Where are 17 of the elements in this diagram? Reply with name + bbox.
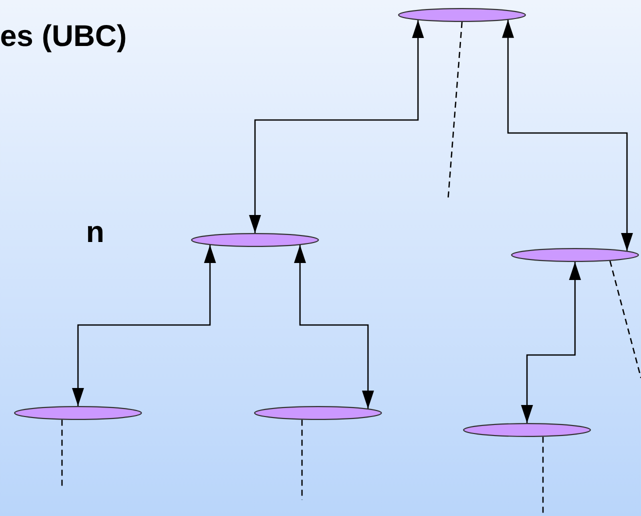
ellipse-node — [14, 406, 142, 420]
dashed-line — [447, 22, 463, 200]
elbow-arrow — [249, 20, 424, 233]
elbow-arrow — [72, 244, 216, 406]
heading-text: n — [86, 218, 104, 248]
heading-text: es (UBC) — [0, 22, 127, 52]
ellipse-node — [254, 406, 382, 420]
ellipse-node — [511, 248, 639, 262]
elbow-arrow — [502, 20, 633, 251]
dashed-line — [61, 420, 63, 486]
ellipse-node — [398, 8, 526, 22]
dashed-line — [542, 436, 544, 516]
elbow-arrow — [294, 244, 374, 409]
ellipse-node — [191, 233, 319, 247]
ellipse-node — [463, 423, 591, 437]
elbow-arrow — [521, 262, 581, 423]
dashed-line — [609, 260, 641, 378]
